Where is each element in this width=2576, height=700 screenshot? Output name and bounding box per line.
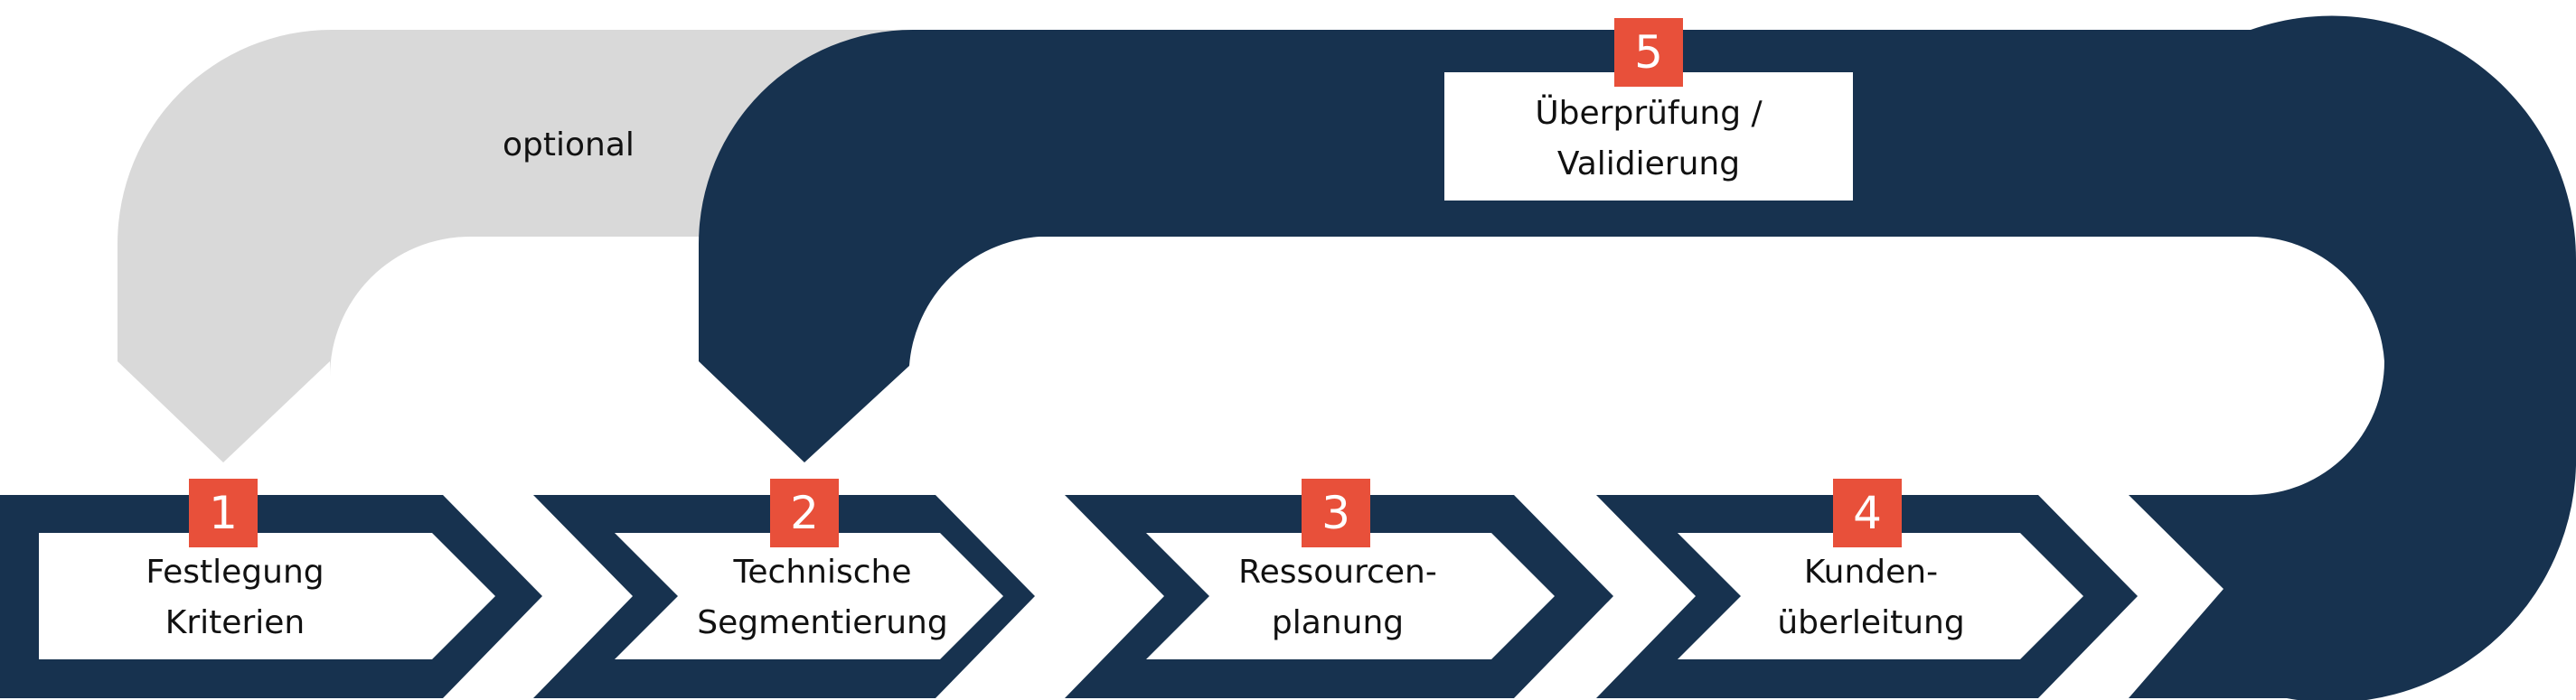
step-5-label-line2: Validierung: [1556, 145, 1741, 182]
optional-label: optional: [503, 126, 635, 163]
step-4-label-box: [1678, 533, 2083, 659]
step-5-badge: 5: [1614, 18, 1683, 87]
step-2-label-line1: Technische: [733, 554, 912, 591]
step-1-label-line2: Kriterien: [165, 604, 306, 641]
step-2-badge: 2: [770, 479, 839, 547]
step-2-label-box: [615, 533, 1003, 659]
step-1-label: Festlegung Kriterien: [54, 547, 416, 649]
step-3-label: Ressourcen- planung: [1184, 547, 1491, 649]
step-3-badge: 3: [1302, 479, 1370, 547]
step-5-label: Überprüfung / Validierung: [1444, 89, 1853, 190]
step-2-label-line2: Segmentierung: [697, 604, 948, 641]
step-3-label-line1: Ressourcen-: [1238, 554, 1437, 591]
step-4-label-line1: Kunden-: [1803, 554, 1939, 591]
step-3-label-box: [1146, 533, 1555, 659]
step-5-label-line1: Überprüfung /: [1535, 95, 1763, 132]
step-2-label: Technische Segmentierung: [651, 547, 994, 649]
step-4-badge: 4: [1833, 479, 1902, 547]
step-1-badge: 1: [189, 479, 258, 547]
step-4-label-line2: überleitung: [1777, 604, 1965, 641]
step-4-label: Kunden- überleitung: [1708, 547, 2034, 649]
step-1-label-box: [39, 533, 495, 659]
main-loop-arrow: [699, 15, 2576, 700]
step-5-label-box: [1444, 72, 1853, 201]
step-3-label-line2: planung: [1271, 604, 1405, 641]
step-1-label-line1: Festlegung: [146, 554, 324, 591]
